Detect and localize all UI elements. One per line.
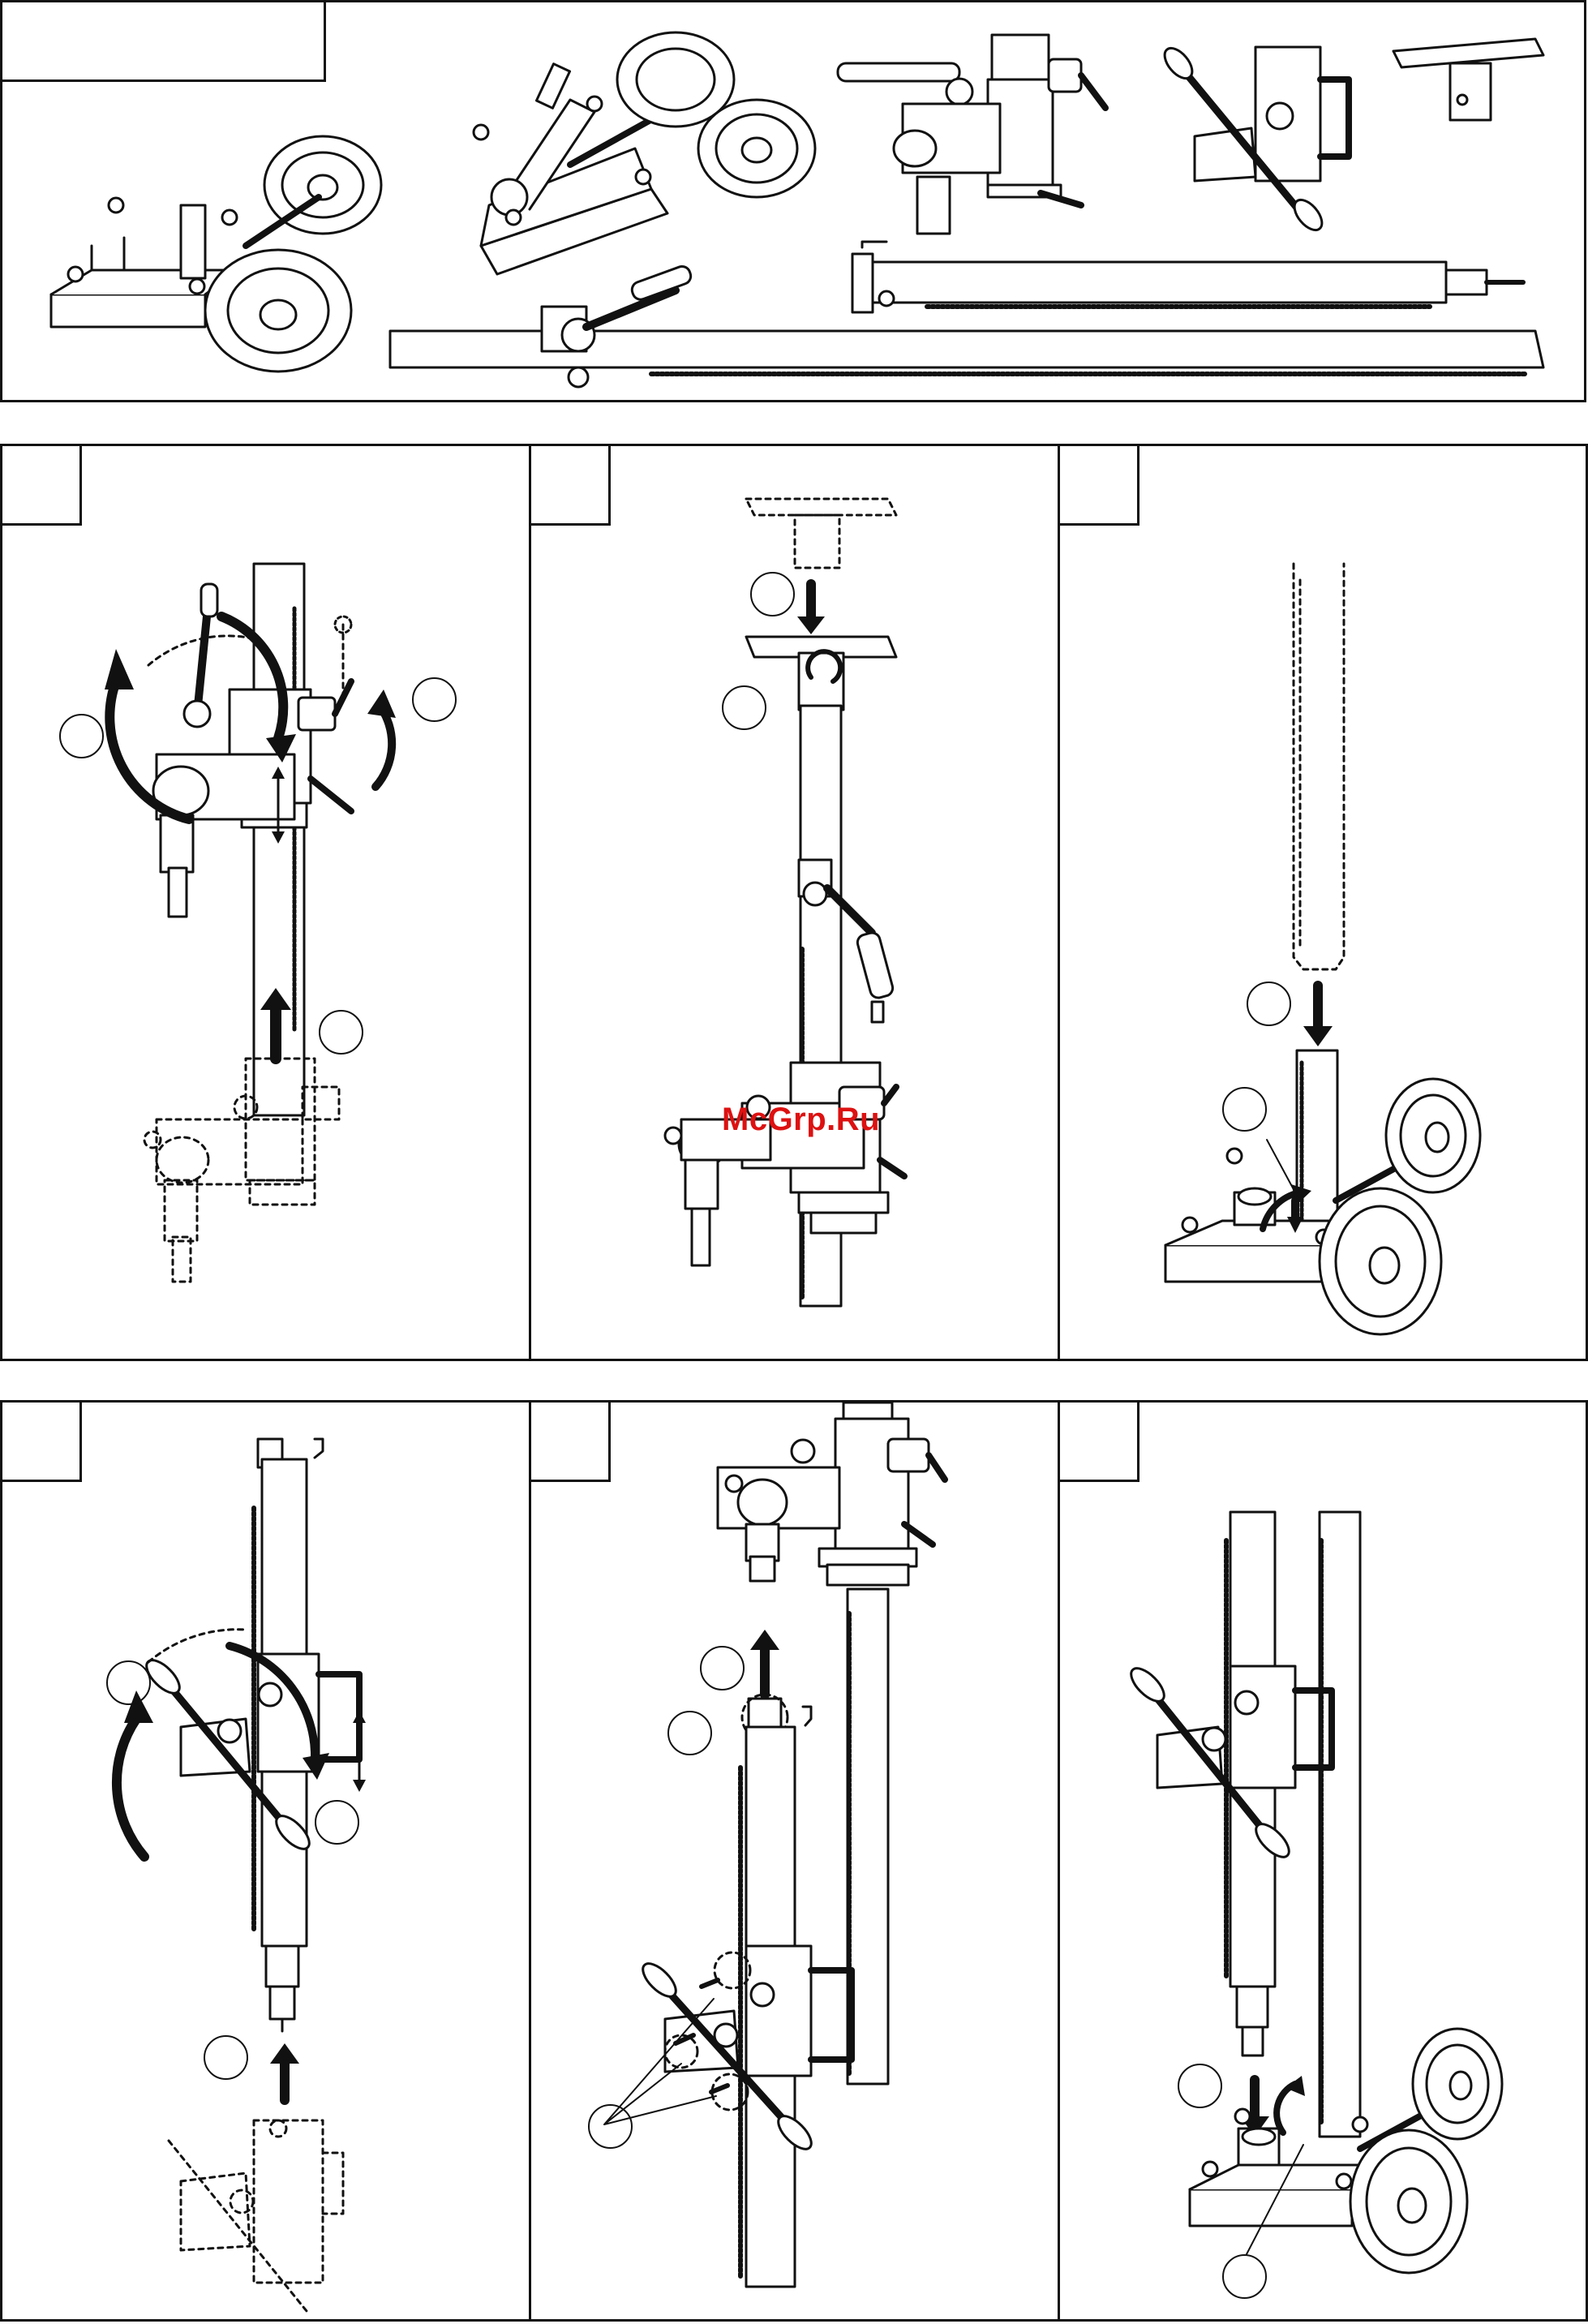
- step-5-panel: [529, 1400, 1061, 2322]
- step-6-callout-2: [1222, 2254, 1267, 2299]
- parts-overview-drawing: [2, 2, 1588, 405]
- watermark: McGrp.Ru: [722, 1102, 880, 1138]
- step-6-panel: [1058, 1400, 1588, 2322]
- step-6-callout-1: [1178, 2064, 1222, 2108]
- climbing-clamp-illustration: [1160, 43, 1349, 234]
- step-2-callout-2: [722, 685, 766, 730]
- step-1-callout-3: [319, 1010, 363, 1055]
- step-4-panel: [0, 1400, 532, 2322]
- step-4-callout-3: [204, 2035, 248, 2080]
- step-3-callout-2: [1222, 1087, 1267, 1132]
- step-1-drawing: [2, 446, 534, 1364]
- upper-column-illustration: [852, 242, 1523, 312]
- step-4-drawing: [2, 1403, 534, 2324]
- step-1-callout-2: [412, 677, 457, 722]
- step-1-callout-1: [59, 714, 104, 758]
- top-brace-illustration: [1393, 39, 1543, 120]
- step-4-callout-1: [106, 1660, 151, 1705]
- angled-base-illustration: [474, 32, 815, 274]
- carriage-illustration: [838, 35, 1105, 234]
- step-2-panel: McGrp.Ru: [529, 444, 1061, 1361]
- step-3-drawing: [1060, 446, 1588, 1364]
- step-3-callout-1: [1247, 982, 1291, 1026]
- parts-overview-panel: [0, 0, 1586, 402]
- step-5-callout-1: [700, 1646, 745, 1690]
- step-5-drawing: [531, 1403, 1063, 2324]
- step-3-panel: [1058, 444, 1588, 1361]
- step-5-callout-2: [667, 1711, 712, 1755]
- step-5-callout-3: [588, 2104, 633, 2149]
- step-2-callout-1: [750, 572, 795, 616]
- step-1-panel: [0, 444, 532, 1361]
- base-with-wheels-illustration: [51, 136, 381, 372]
- step-2-drawing: [531, 446, 1063, 1364]
- step-6-drawing: [1060, 1403, 1588, 2324]
- step-4-callout-2: [315, 1800, 359, 1845]
